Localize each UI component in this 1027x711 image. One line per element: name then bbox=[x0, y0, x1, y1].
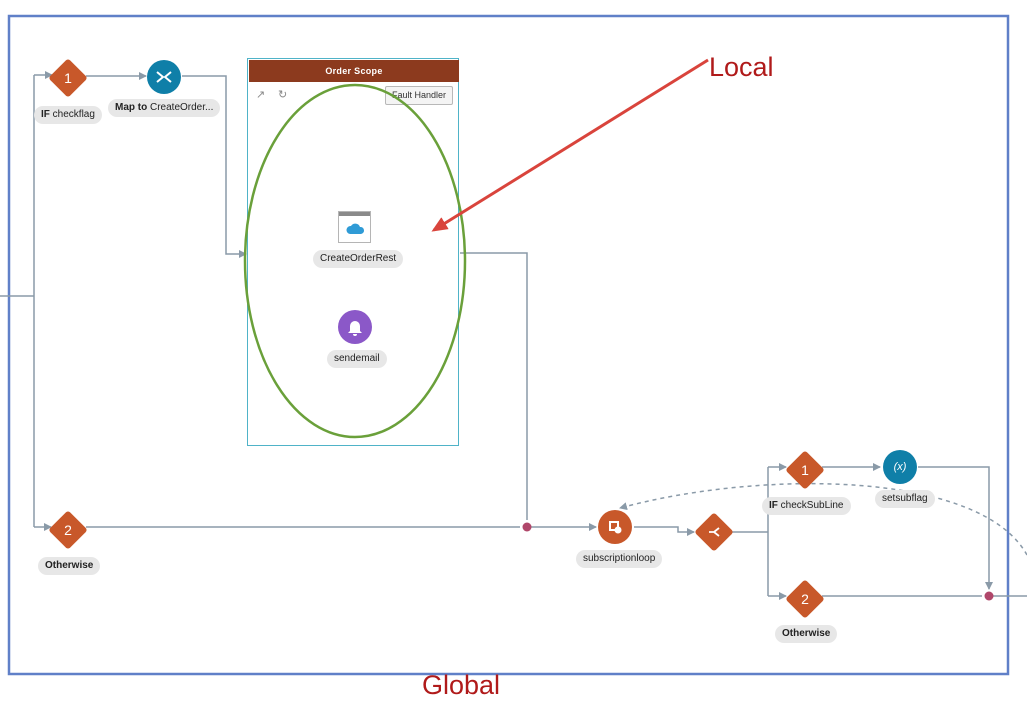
create-order-rest-node[interactable] bbox=[338, 211, 371, 243]
collapse-icon[interactable]: ↗ bbox=[256, 89, 266, 101]
setsubflag-label: setsubflag bbox=[875, 490, 935, 508]
otherwise-1-label: Otherwise bbox=[38, 557, 101, 575]
connector-lines bbox=[0, 71, 1027, 600]
local-pointer-arrow bbox=[431, 58, 709, 232]
branch-number: 2 bbox=[64, 522, 72, 538]
branch-number: 1 bbox=[64, 70, 72, 86]
switch-node[interactable] bbox=[694, 512, 734, 552]
branch-icon bbox=[709, 527, 720, 537]
bell-icon bbox=[348, 321, 362, 336]
global-annotation: Global bbox=[422, 670, 501, 700]
subscriptionloop-label: subscriptionloop bbox=[576, 550, 663, 568]
subscriptionloop-node[interactable] bbox=[598, 510, 632, 544]
otherwise-node-1[interactable]: 2 bbox=[48, 510, 88, 550]
if-checksubline-label: IF checkSubLine bbox=[762, 497, 851, 515]
local-scope-ellipse bbox=[243, 83, 467, 439]
mapper-icon bbox=[156, 71, 172, 83]
global-scope-frame bbox=[7, 14, 1010, 676]
fault-handler-button[interactable]: Fault Handler bbox=[385, 86, 453, 105]
map-node-label: Map to CreateOrder... bbox=[108, 99, 221, 117]
join-dot bbox=[984, 591, 994, 601]
map-node[interactable] bbox=[147, 60, 181, 94]
branch-number: 1 bbox=[801, 462, 809, 478]
if-checkflag-label: IF checkflag bbox=[34, 106, 102, 124]
sendemail-node[interactable] bbox=[338, 310, 372, 344]
if-checksubline-node[interactable]: 1 bbox=[785, 450, 825, 490]
otherwise-2-label: Otherwise bbox=[775, 625, 838, 643]
sendemail-label: sendemail bbox=[327, 350, 387, 368]
setsubflag-node[interactable]: (x) bbox=[883, 450, 917, 484]
for-each-icon bbox=[609, 521, 622, 534]
loop-back-arc bbox=[619, 482, 1027, 556]
branch-number: 2 bbox=[801, 591, 809, 607]
refresh-icon[interactable]: ↻ bbox=[278, 89, 288, 101]
cloud-rest-icon bbox=[346, 223, 365, 234]
if-checkflag-node[interactable]: 1 bbox=[48, 58, 88, 98]
join-dot bbox=[522, 522, 532, 532]
local-annotation: Local bbox=[709, 52, 774, 82]
otherwise-node-2[interactable]: 2 bbox=[785, 579, 825, 619]
scope-title: Order Scope bbox=[249, 60, 459, 82]
create-order-rest-label: CreateOrderRest bbox=[313, 250, 404, 268]
assign-variable-icon: (x) bbox=[893, 461, 907, 473]
